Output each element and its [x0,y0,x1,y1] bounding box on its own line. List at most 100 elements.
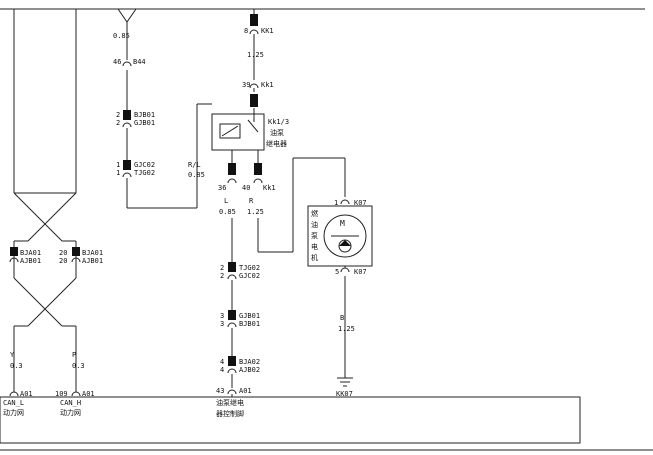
top-wire-size: 0.85 [113,32,130,40]
relay-out-right-code: Kk1 [263,184,276,192]
ecu-label-line1: 油泵继电 [216,398,244,407]
tjg02-code2: GJC02 [239,272,260,280]
motor-box [307,205,373,267]
can-h-connector [72,247,80,256]
relay-out-left-pin: 36 [218,184,226,192]
relay-outline [211,113,265,151]
supply-column-wire [117,8,212,209]
can-h-connector-pin1: 20 [59,249,67,257]
kk1-code: KK1 [261,27,274,35]
relay-out-right-pin: 40 [242,184,250,192]
gjb01-code1: GJB01 [239,312,260,320]
can-h-wire-size: 0.3 [72,362,85,370]
bja02-pin1: 4 [220,358,224,366]
tjg02-connector-socket [227,274,237,280]
ecu-pin-socket [227,389,237,395]
can-h-pin-name: CAN_H [60,399,81,407]
kk1-lower-socket [249,83,259,89]
rl-wire-color: R/L [188,161,201,169]
can-l-wire-color: Y [10,351,15,359]
kk1-lower-pin: 39 [242,81,250,89]
can-h-connector-pin2: 20 [59,257,67,265]
can-l-pin-group: 动力网 [3,408,24,417]
can-h-pin-number: 109 [55,390,68,398]
tjg02-pin2: 2 [220,272,224,280]
motor-symbol [323,214,367,258]
motor-bottom-socket [340,267,350,273]
motor-label: 燃 油 泵 电 机 [311,209,318,262]
gjc02-connector-socket [122,172,132,178]
ground-symbol [337,377,353,387]
can-h-connector-code1: BJA01 [82,249,103,257]
can-l-connector-code2: AJB01 [20,257,41,265]
ecu-pin-code: A01 [239,387,252,395]
gjb01-pin2: 3 [220,320,224,328]
relay-out-right-size: 1.25 [247,208,264,216]
kk1-fuse-top [250,14,258,26]
kk1-fuse-socket [249,29,259,35]
fuse-wire-size: 1.25 [247,51,264,59]
relay-ref: Kk1/3 [268,118,289,126]
gjb01-connector-socket [227,322,237,328]
motor-label-char: 机 [311,253,318,262]
kk1-pin: 8 [244,27,248,35]
motor-label-char: 油 [311,220,318,229]
can-h-connector-code2: AJB01 [82,257,103,265]
relay-name-line2: 继电器 [266,139,287,148]
relay-out-right [254,163,262,175]
relay-out-left-color: L [224,197,228,205]
bja02-connector-socket [227,368,237,374]
b44-code: B44 [133,58,146,66]
relay-out-right-color: R [249,197,254,205]
rl-wire-size: 0.85 [188,171,205,179]
bja02-code1: BJA02 [239,358,260,366]
can-h-pin-socket [71,391,81,397]
gjb01-pin1: 3 [220,312,224,320]
can-l-connector-code1: BJA01 [20,249,41,257]
can-l-wire-size: 0.3 [10,362,23,370]
tjg02-connector [228,262,236,272]
ecu-pin-number: 43 [216,387,224,395]
relay-coil [219,123,241,139]
relay-name-line1: 油泵 [270,128,284,137]
can-l-connector [10,247,18,256]
motor-pump-arrow [339,240,351,246]
bja02-connector [228,356,236,366]
tjg02-pin1: 2 [220,264,224,272]
b44-pin: 46 [113,58,121,66]
motor-top-socket [340,199,350,205]
gjb01-code2: BJB01 [239,320,260,328]
ecu-label-line2: 器控制脚 [216,409,244,418]
motor-label-char: 燃 [311,209,318,218]
motor-top-pin: 1 [334,199,338,207]
bjb01-connector-socket [122,122,132,128]
tjg02-code1: TJG02 [239,264,260,272]
bja02-code2: AJB02 [239,366,260,374]
motor-bottom-code: K07 [354,268,367,276]
motor-feed-wire [257,157,346,253]
relay-out-right-socket [253,178,263,184]
can-h-pin-code: A01 [82,390,95,398]
ground-wire-size: 1.25 [338,325,355,333]
relay-switch-contact [247,119,259,133]
motor-top-code: K07 [354,199,367,207]
gjb01-connector [228,310,236,320]
can-l-connector-socket [9,257,19,263]
ecu-box [0,396,581,444]
gjc02-pin1: 1 [116,161,120,169]
can-h-connector-socket [71,257,81,263]
b44-socket [122,61,132,67]
can-twisted-pair [13,9,77,392]
can-h-wire-color: P [72,351,76,359]
motor-symbol-letter: M [340,219,345,228]
can-h-pin-group: 动力网 [60,408,81,417]
relay-out-left-socket [227,178,237,184]
bja02-pin2: 4 [220,366,224,374]
gjc02-connector [123,160,131,170]
motor-pump-circle [338,239,352,253]
gjc02-code2: TJG02 [134,169,155,177]
bjb01-pin2: 2 [116,119,120,127]
kk1-lower-fuse [250,94,258,107]
bjb01-code2: GJB01 [134,119,155,127]
bjb01-code1: BJB01 [134,111,155,119]
